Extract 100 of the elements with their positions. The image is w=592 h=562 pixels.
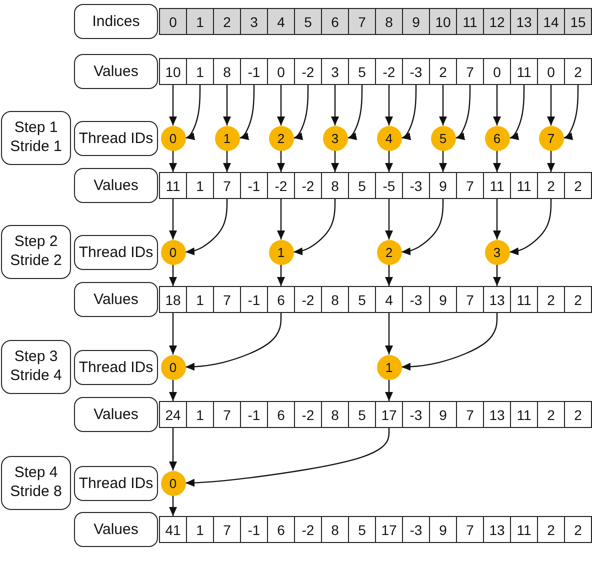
value-cell: 11: [510, 58, 538, 85]
thread-circle: 3: [484, 240, 510, 264]
arrow: [169, 428, 177, 470]
value-cell: 11: [483, 172, 511, 199]
value-cell: 13: [483, 286, 511, 313]
index-cell: 10: [429, 8, 457, 35]
value-cell: 2: [537, 401, 565, 428]
value-cell: 9: [429, 516, 457, 543]
value-cell: 7: [456, 172, 484, 199]
row-label: Values: [74, 54, 158, 89]
stride-label: Stride 2: [10, 252, 62, 271]
step-label: Step 1: [14, 119, 58, 138]
arrow: [509, 85, 525, 140]
value-cell: 2: [564, 516, 592, 543]
value-cell: 17: [375, 516, 403, 543]
arrow: [385, 380, 393, 401]
value-cell: 11: [510, 401, 538, 428]
value-cell: 2: [537, 516, 565, 543]
step-panel: [1, 225, 71, 279]
arrow: [169, 496, 177, 516]
thread-circle: 5: [430, 126, 456, 150]
value-cell: 9: [429, 286, 457, 313]
value-cell: 2: [564, 401, 592, 428]
value-cell: 5: [348, 286, 376, 313]
index-cell: 8: [375, 8, 403, 35]
value-cell: -2: [294, 401, 322, 428]
arrow: [493, 264, 501, 286]
arrow: [169, 85, 177, 126]
value-cell: 0: [483, 58, 511, 85]
value-cell: -1: [240, 172, 268, 199]
arrow: [293, 85, 309, 140]
value-cell: -3: [402, 286, 430, 313]
value-cell: 13: [483, 516, 511, 543]
index-cell: 9: [402, 8, 430, 35]
arrow: [547, 85, 555, 126]
arrow: [347, 85, 363, 140]
row-label: Values: [74, 168, 158, 203]
value-cell: -2: [294, 286, 322, 313]
value-cell: 6: [267, 286, 295, 313]
value-cell: 10: [159, 58, 187, 85]
value-cell: 5: [348, 401, 376, 428]
value-cell: -5: [375, 172, 403, 199]
value-cell: 0: [537, 58, 565, 85]
value-cell: 9: [429, 172, 457, 199]
value-cell: 2: [564, 58, 592, 85]
stride-label: Stride 8: [10, 483, 62, 502]
value-cell: -3: [402, 401, 430, 428]
index-cell: 6: [321, 8, 349, 35]
row-label: Values: [74, 397, 158, 432]
thread-circle: 0: [160, 240, 186, 264]
thread-circle: 7: [538, 126, 564, 150]
index-cell: 14: [537, 8, 565, 35]
value-cell: 1: [186, 172, 214, 199]
arrow: [385, 264, 393, 286]
arrow: [401, 199, 444, 256]
value-cell: -3: [402, 516, 430, 543]
thread-circle: 4: [376, 126, 402, 150]
row-label: Thread IDs: [74, 466, 158, 500]
arrow: [277, 150, 285, 172]
arrow: [169, 150, 177, 172]
value-cell: -2: [267, 172, 295, 199]
row-label: Values: [74, 512, 158, 547]
arrow: [385, 85, 393, 126]
step-label: Step 3: [14, 348, 58, 367]
value-cell: 3: [321, 58, 349, 85]
value-cell: 11: [510, 516, 538, 543]
thread-circle: 3: [322, 126, 348, 150]
value-cell: 9: [429, 401, 457, 428]
thread-circle: 0: [160, 126, 186, 150]
thread-circle: 1: [214, 126, 240, 150]
value-cell: 7: [456, 58, 484, 85]
arrow: [331, 150, 339, 172]
value-cell: 11: [510, 286, 538, 313]
arrow: [223, 150, 231, 172]
index-cell: 15: [564, 8, 592, 35]
value-cell: 41: [159, 516, 187, 543]
arrow: [439, 150, 447, 172]
value-cell: -1: [240, 58, 268, 85]
index-cell: 11: [456, 8, 484, 35]
value-cell: -3: [402, 58, 430, 85]
row-label: Thread IDs: [74, 120, 158, 156]
stride-label: Stride 1: [10, 138, 62, 157]
value-cell: -1: [240, 286, 268, 313]
value-cell: 1: [186, 401, 214, 428]
value-cell: 2: [537, 172, 565, 199]
value-cell: -2: [294, 172, 322, 199]
thread-circle: 2: [376, 240, 402, 264]
row-label: Thread IDs: [74, 234, 158, 270]
value-cell: 5: [348, 58, 376, 85]
value-cell: 2: [429, 58, 457, 85]
value-cell: 7: [213, 172, 241, 199]
value-cell: 18: [159, 286, 187, 313]
value-cell: 5: [348, 516, 376, 543]
thread-circle: 1: [376, 354, 402, 380]
step-label: Step 2: [14, 233, 58, 252]
value-cell: 5: [348, 172, 376, 199]
index-cell: 7: [348, 8, 376, 35]
value-cell: 7: [213, 286, 241, 313]
arrow: [401, 313, 498, 371]
thread-circle: 0: [160, 354, 186, 380]
